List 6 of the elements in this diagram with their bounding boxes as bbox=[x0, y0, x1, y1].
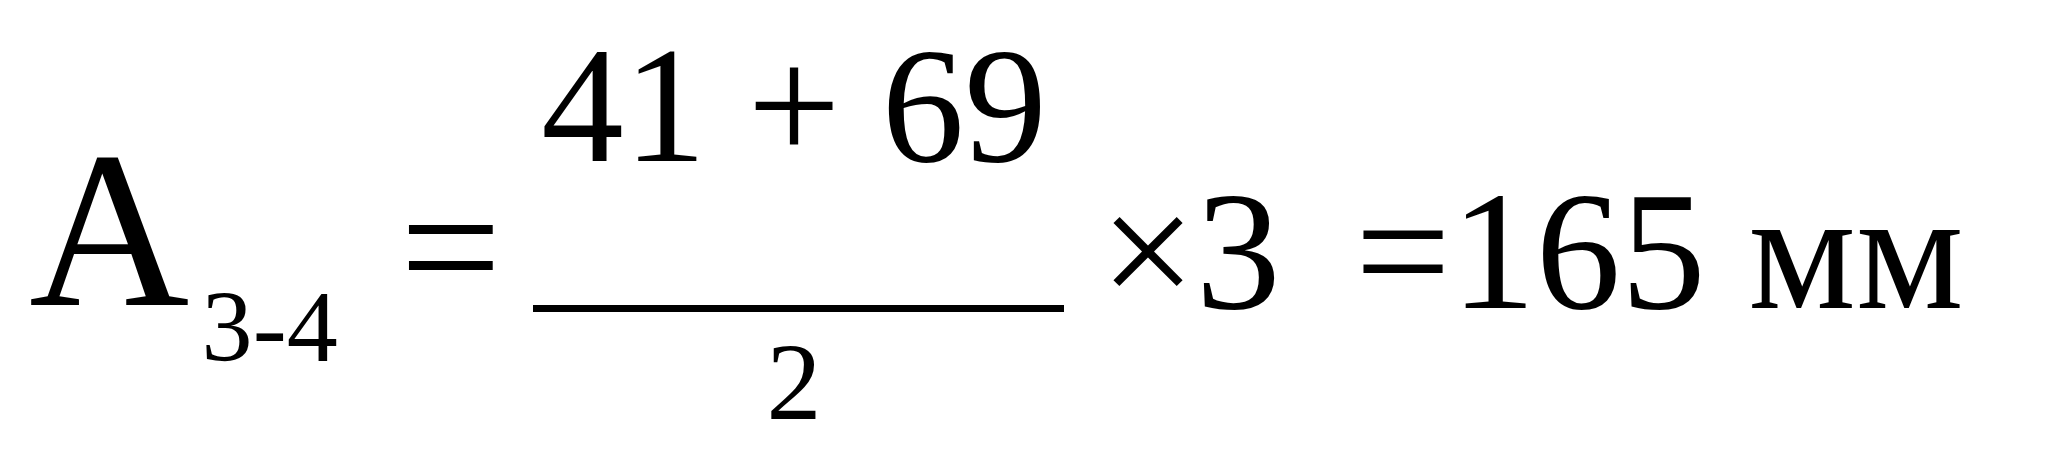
formula-term: 2 bbox=[766, 327, 822, 437]
formula-term: = bbox=[400, 156, 502, 337]
formula-term: A$_{3-4}$ bbox=[29, 119, 338, 379]
formula-term: ×3 bbox=[1100, 165, 1281, 336]
formula-term: 41 + 69 bbox=[541, 23, 1047, 188]
formula-term: =165 мм bbox=[1355, 165, 1964, 336]
